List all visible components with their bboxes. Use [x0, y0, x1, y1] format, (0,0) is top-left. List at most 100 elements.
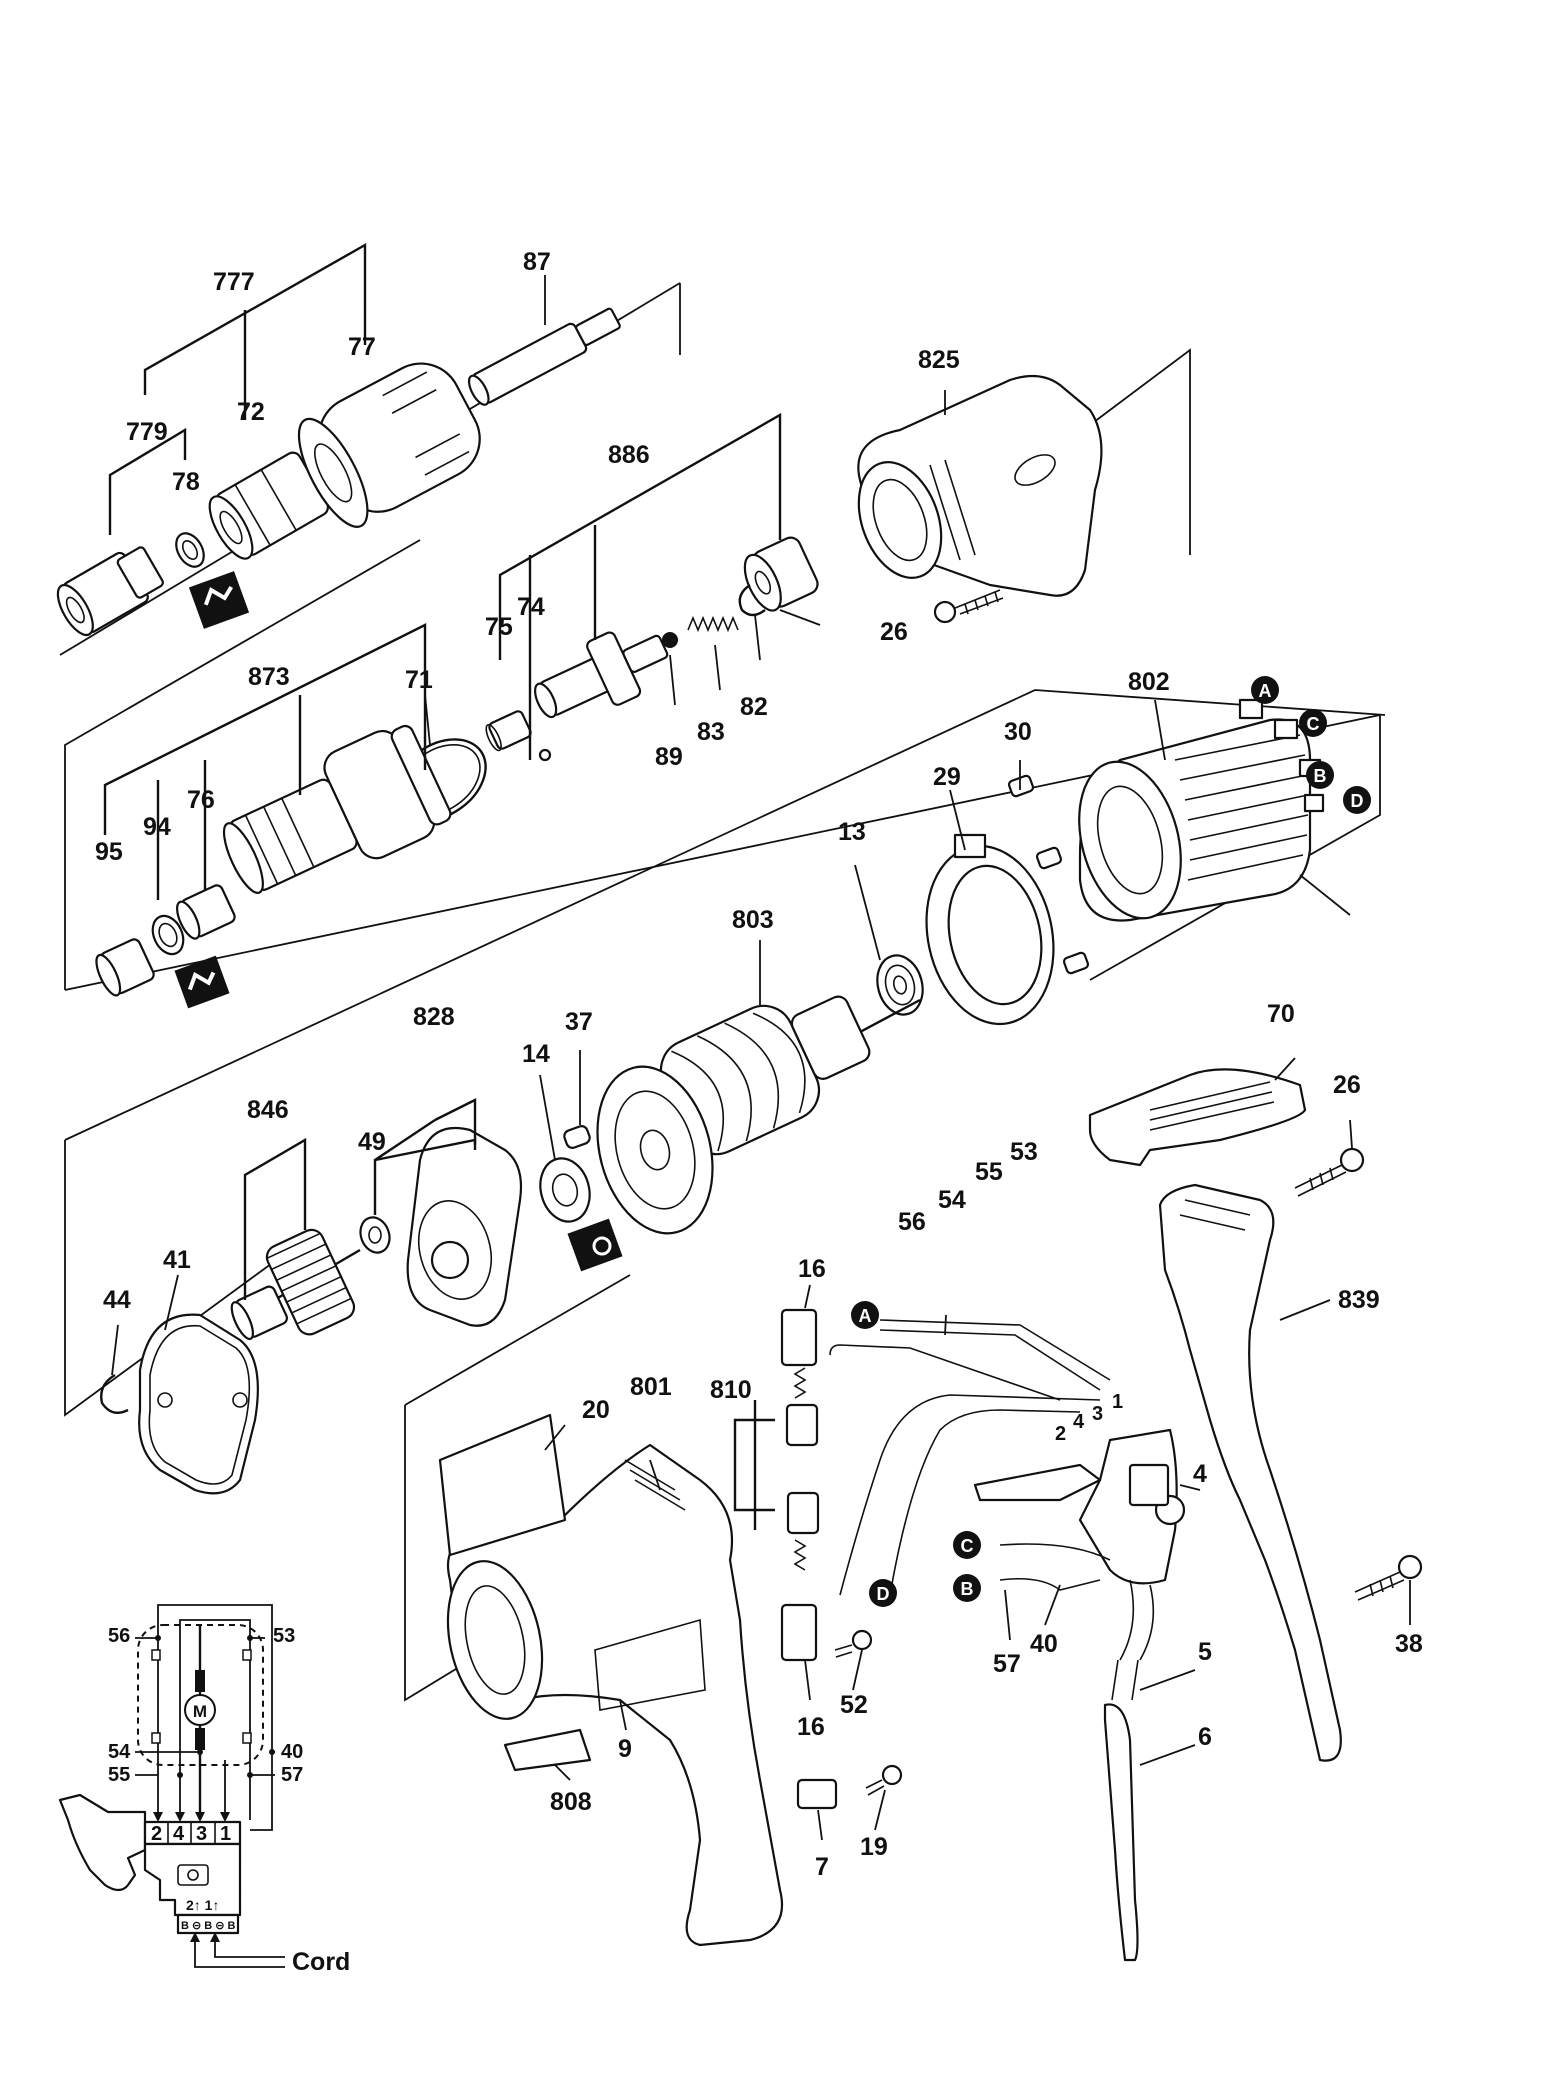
motor-housing-part [446, 1443, 784, 1947]
circlip-part [100, 1373, 129, 1414]
power-cord-part [1103, 1659, 1139, 1962]
svg-text:1: 1 [1112, 1391, 1123, 1413]
screw-part-4 [1354, 1554, 1423, 1601]
armature-part [596, 995, 921, 1235]
part-label-4: 4 [1193, 1460, 1207, 1488]
screw-part-6 [865, 1764, 903, 1796]
part-label-777: 777 [213, 268, 255, 296]
svg-text:2: 2 [1055, 1423, 1066, 1445]
svg-text:4: 4 [1073, 1411, 1085, 1433]
part-label-56: 56 [898, 1208, 926, 1236]
spindle-gear-assembly [95, 724, 487, 1009]
part-label-802: 802 [1128, 668, 1170, 696]
field-coil-part [1078, 698, 1325, 922]
svg-text:C: C [961, 1536, 974, 1556]
svg-text:D: D [877, 1584, 890, 1604]
wires [829, 1319, 1155, 1661]
part-label-846: 846 [247, 1096, 289, 1124]
part-label-76: 76 [187, 786, 215, 814]
part-label-886: 886 [608, 441, 650, 469]
part-label-20: 20 [582, 1396, 610, 1424]
brush-holder-part [780, 1308, 818, 1662]
part-label-74: 74 [517, 593, 545, 621]
part-label-38: 38 [1395, 1630, 1423, 1658]
schematic-label-57: 57 [281, 1764, 303, 1786]
part-label-75: 75 [485, 613, 513, 641]
schematic-label-54: 54 [108, 1741, 131, 1763]
part-label-873: 873 [248, 663, 290, 691]
part-label-19: 19 [860, 1833, 888, 1861]
schematic-label-55: 55 [108, 1764, 130, 1786]
connector-C-wire: C [953, 1531, 981, 1559]
part-label-26a: 26 [880, 618, 908, 646]
part-label-13: 13 [838, 818, 866, 846]
cord-terminal-bottom: B ⊝ B ⊝ B [181, 1920, 236, 1932]
bit-holder-part [467, 307, 621, 406]
switch-part [973, 1428, 1186, 1585]
part-label-72: 72 [237, 398, 265, 426]
part-label-779: 779 [126, 418, 168, 446]
part-label-95: 95 [95, 838, 123, 866]
connector-D-field: D [1343, 786, 1371, 814]
schematic-label-40: 40 [281, 1741, 303, 1763]
switch-terminal-3: 3 [196, 1823, 207, 1845]
switch-terminal-2: 2 [151, 1823, 162, 1845]
part-label-808: 808 [550, 1788, 592, 1816]
part-label-30: 30 [1004, 718, 1032, 746]
part-label-7: 7 [815, 1853, 829, 1881]
part-label-55: 55 [975, 1158, 1003, 1186]
screw-part-2 [563, 1125, 591, 1149]
part-label-810: 810 [710, 1376, 752, 1404]
svg-text:B: B [1314, 766, 1327, 786]
pins-part [1007, 774, 1090, 975]
part-label-53: 53 [1010, 1138, 1038, 1166]
bearing-plate-part [406, 1126, 523, 1327]
part-label-14: 14 [522, 1040, 550, 1068]
gear-shaft-part [230, 1228, 361, 1341]
air-baffle-part [925, 833, 1055, 1026]
carbon-brushes-part [785, 1367, 820, 1571]
connector-A-field: A [1251, 676, 1279, 704]
connector-B-field: B [1306, 761, 1334, 789]
part-label-9: 9 [618, 1735, 632, 1763]
leader-lines [111, 275, 1411, 1841]
part-label-89: 89 [655, 743, 683, 771]
switch-cover-part [1088, 1068, 1307, 1167]
lubricate-symbol-icon-2 [174, 955, 230, 1009]
motor-symbol: M [193, 1702, 207, 1721]
screw-part-5 [834, 1629, 873, 1658]
svg-text:A: A [859, 1306, 872, 1326]
part-number-labels: 777 87 77 779 72 78 825 886 26 75 74 89 … [95, 248, 1423, 1881]
svg-text:3: 3 [1092, 1403, 1103, 1425]
part-label-77: 77 [348, 333, 376, 361]
schematic-label-56: 56 [108, 1625, 130, 1647]
chuck-housing-part [297, 362, 481, 528]
part-label-44: 44 [103, 1286, 131, 1314]
connector-C-field: C [1299, 709, 1327, 737]
switch-terminal-1: 1 [220, 1823, 231, 1845]
part-label-82: 82 [740, 693, 768, 721]
part-label-41: 41 [163, 1246, 191, 1274]
part-label-828: 828 [413, 1003, 455, 1031]
clutch-assembly [485, 536, 819, 762]
part-label-78: 78 [172, 468, 200, 496]
svg-text:D: D [1351, 791, 1364, 811]
bushing-part [359, 1216, 391, 1254]
part-label-49: 49 [358, 1128, 386, 1156]
connector-markers: A C B D A D C B [851, 676, 1371, 1607]
chuck-assembly [56, 307, 621, 637]
part-label-16b: 16 [797, 1713, 825, 1741]
switch-terminal-numbers: 1 3 4 2 [1055, 1391, 1123, 1445]
part-label-40: 40 [1030, 1630, 1058, 1658]
connector-A-wire: A [851, 1301, 879, 1329]
handle-half-part [1158, 1183, 1342, 1762]
part-label-94: 94 [143, 813, 171, 841]
part-label-83: 83 [697, 718, 725, 746]
part-label-54: 54 [938, 1186, 966, 1214]
part-label-26b: 26 [1333, 1071, 1361, 1099]
part-label-839: 839 [1338, 1286, 1380, 1314]
svg-text:B: B [961, 1579, 974, 1599]
grease-symbol-icon [567, 1218, 623, 1272]
part-label-801: 801 [630, 1373, 672, 1401]
